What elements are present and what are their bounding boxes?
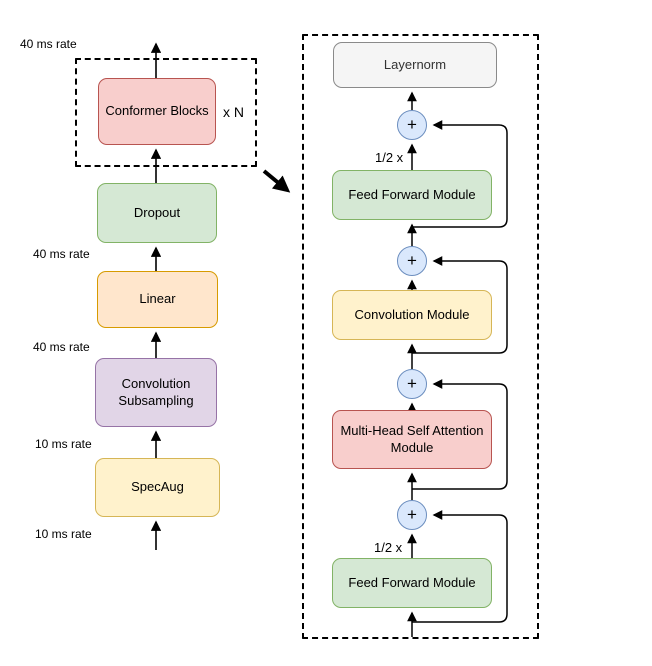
convolution-module-box: Convolution Module [332, 290, 492, 340]
convolution-subsampling-box: Convolution Subsampling [95, 358, 217, 427]
linear-box: Linear [97, 271, 218, 328]
rate-label-input: 10 ms rate [35, 527, 92, 541]
multi-head-self-attention-box: Multi-Head Self Attention Module [332, 410, 492, 469]
rate-label-linear: 40 ms rate [33, 340, 90, 354]
repeat-count-label: x N [223, 104, 244, 120]
conformer-block-detail-dashed-frame [302, 34, 539, 639]
residual-add-3: + [397, 369, 427, 399]
rate-label-dropout: 40 ms rate [33, 247, 90, 261]
feed-forward-top-box: Feed Forward Module [332, 170, 492, 220]
dropout-box: Dropout [97, 183, 217, 243]
rate-label-subsampling: 10 ms rate [35, 437, 92, 451]
residual-add-2: + [397, 246, 427, 276]
conformer-blocks-box: Conformer Blocks [98, 78, 216, 145]
layernorm-box: Layernorm [333, 42, 497, 88]
conformer-blocks-dashed-frame [75, 58, 257, 167]
expand-arrow [262, 169, 291, 193]
ffn-top-scale-label: 1/2 x [375, 150, 404, 165]
rate-label-top: 40 ms rate [20, 37, 77, 51]
residual-add-4: + [397, 500, 427, 530]
ffn-bottom-scale-label: 1/2 x [374, 540, 403, 555]
feed-forward-bottom-box: Feed Forward Module [332, 558, 492, 608]
specaug-box: SpecAug [95, 458, 220, 517]
residual-add-1: + [397, 110, 427, 140]
